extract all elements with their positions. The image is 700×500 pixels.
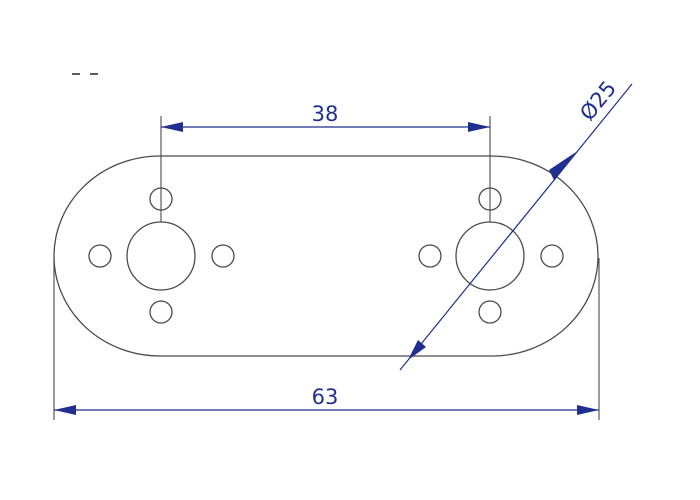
dimension-label-38: 38 bbox=[312, 102, 339, 126]
dimension-center-distance: 38 bbox=[160, 102, 491, 222]
dimension-label-diameter: Ø25 bbox=[575, 76, 621, 125]
right-bottom-small-hole bbox=[478, 300, 502, 324]
right-center-hole bbox=[455, 221, 525, 291]
diameter-leader-line bbox=[399, 83, 633, 371]
arrowhead-left-63 bbox=[54, 405, 76, 415]
arrowhead-diameter-upper bbox=[549, 152, 576, 180]
arrowhead-right-63 bbox=[577, 405, 599, 415]
left-right-small-hole bbox=[211, 244, 235, 268]
dimension-hole-diameter: Ø25 bbox=[399, 76, 633, 371]
right-hole-group bbox=[418, 187, 564, 324]
arrowhead-right-38 bbox=[468, 122, 490, 132]
dimension-label-63: 63 bbox=[312, 385, 339, 409]
dimension-overall-length: 63 bbox=[53, 258, 600, 420]
right-left-small-hole bbox=[418, 244, 442, 268]
plate-outline bbox=[53, 155, 599, 357]
arrowhead-diameter-lower bbox=[408, 340, 426, 360]
arrowhead-left-38 bbox=[161, 122, 183, 132]
right-right-small-hole bbox=[540, 244, 564, 268]
left-left-small-hole bbox=[88, 244, 112, 268]
left-hole-group bbox=[88, 187, 235, 324]
left-bottom-small-hole bbox=[149, 300, 173, 324]
left-center-hole bbox=[126, 221, 196, 291]
